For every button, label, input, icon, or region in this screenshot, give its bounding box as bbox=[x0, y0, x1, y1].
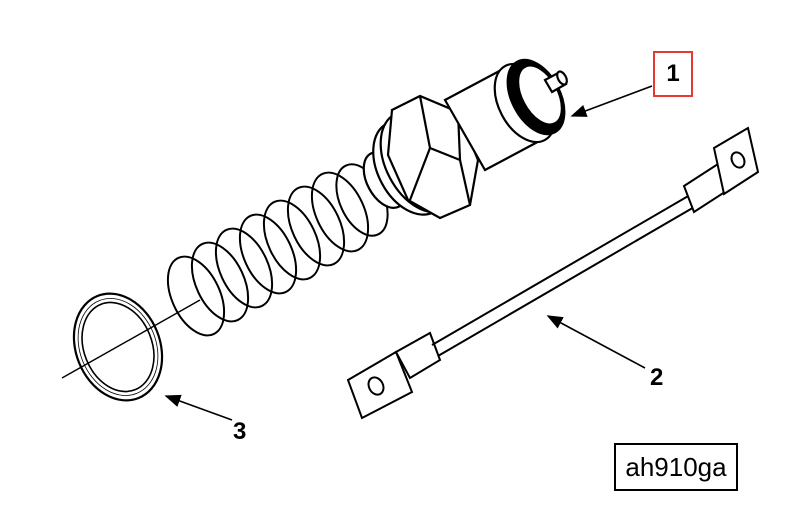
callout-item-1: 1 bbox=[653, 51, 693, 97]
callout-item-3: 3 bbox=[233, 418, 247, 445]
figure-id-label: ah910ga bbox=[614, 443, 738, 491]
switch-body bbox=[362, 58, 568, 220]
callout-item-2: 2 bbox=[650, 364, 664, 391]
o-ring-gasket bbox=[72, 292, 164, 402]
ground-strap bbox=[346, 126, 760, 420]
leader-arrow-3 bbox=[164, 394, 233, 421]
compression-spring bbox=[166, 163, 389, 337]
leader-arrow-2 bbox=[546, 315, 646, 369]
leader-arrow-1 bbox=[570, 85, 653, 117]
